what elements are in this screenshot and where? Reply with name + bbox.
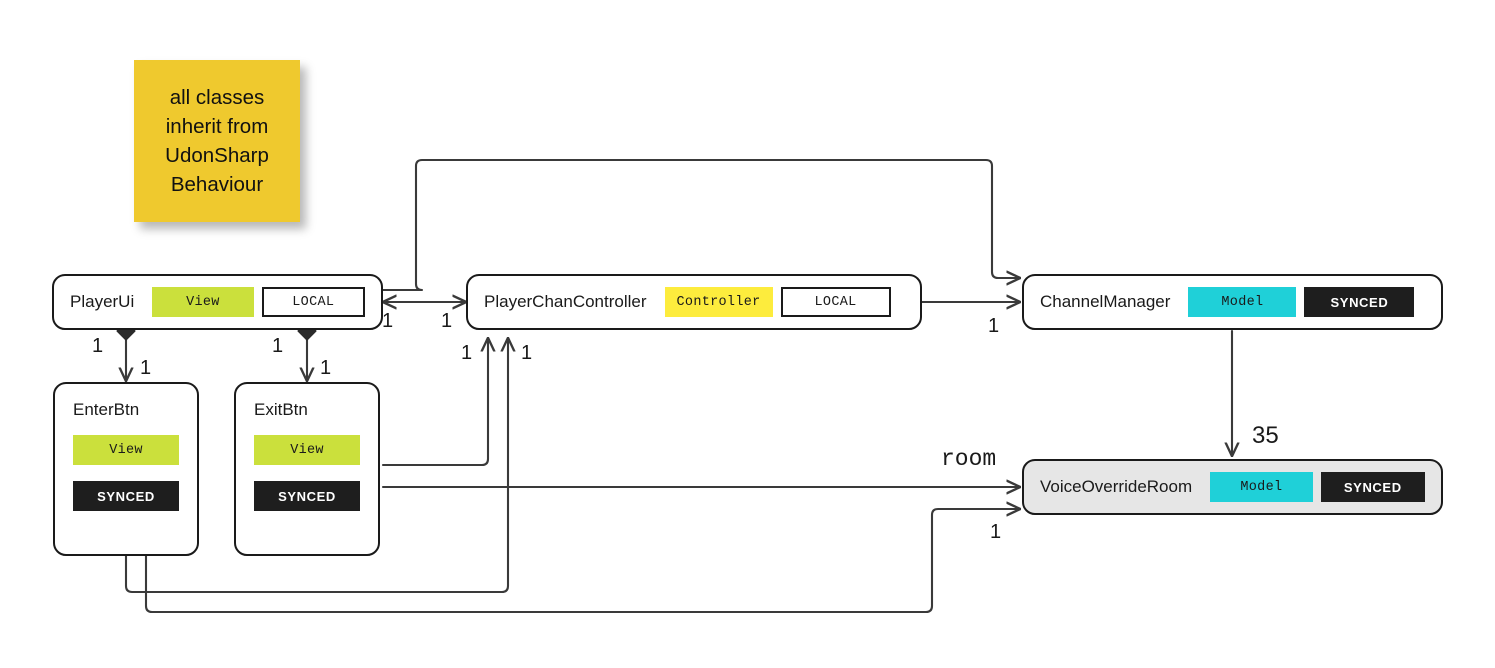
stereotype-badge-view: View (152, 287, 254, 317)
edge-enterbtn-playerchancontroller (124, 338, 508, 594)
node-exit-btn[interactable]: ExitBtn View SYNCED (234, 382, 380, 556)
edge-playerui-channelmanager (381, 158, 1020, 292)
edge-label-ui-enter-src: 1 (92, 335, 104, 357)
node-title-channel-manager: ChannelManager (1040, 292, 1171, 311)
node-title-player-ui: PlayerUi (70, 292, 135, 311)
sync-badge-local: LOCAL (261, 287, 365, 317)
edge-label-pcc-bottom-left: 1 (461, 342, 473, 364)
edge-label-pcc-channelmanager: 1 (988, 315, 1000, 337)
node-title-enter-btn: EnterBtn (73, 400, 140, 419)
sync-badge-synced: SYNCED (1320, 472, 1425, 502)
edge-label-pcc-bottom-right: 1 (521, 342, 533, 364)
stereotype-badge-view: View (254, 435, 360, 465)
edge-label-ui-pcc-left: 1 (382, 310, 394, 332)
edge-label-ui-pcc-right: 1 (441, 310, 453, 332)
stereotype-badge-view: View (73, 435, 179, 465)
node-voice-override-room[interactable]: VoiceOverrideRoom Model SYNCED (1022, 459, 1443, 515)
stereotype-badge-model: Model (1210, 472, 1313, 502)
stereotype-badge-model: Model (1188, 287, 1297, 317)
node-title-exit-btn: ExitBtn (254, 400, 308, 419)
node-channel-manager[interactable]: ChannelManager Model SYNCED (1022, 274, 1443, 330)
edge-label-enter-room: 1 (990, 521, 1002, 543)
edge-label-ui-exit-dst: 1 (320, 357, 332, 379)
node-player-chan-controller[interactable]: PlayerChanController Controller LOCAL (466, 274, 922, 330)
node-enter-btn[interactable]: EnterBtn View SYNCED (53, 382, 199, 556)
edge-label-ui-exit-src: 1 (272, 335, 284, 357)
edge-enterbtn-voiceoverrideroom (144, 509, 1020, 614)
sticky-note-text: all classes inherit from UdonSharp Behav… (165, 85, 269, 197)
sync-badge-local: LOCAL (780, 287, 891, 317)
stereotype-badge-controller: Controller (664, 287, 773, 317)
sticky-note: all classes inherit from UdonSharp Behav… (134, 60, 300, 222)
edge-label-room: room (941, 446, 997, 472)
edge-label-ui-enter-dst: 1 (140, 357, 152, 379)
node-title-voice-override-room: VoiceOverrideRoom (1040, 477, 1193, 496)
sync-badge-synced: SYNCED (1304, 287, 1415, 317)
sync-badge-synced: SYNCED (254, 481, 360, 511)
sync-badge-synced: SYNCED (73, 481, 179, 511)
node-player-ui[interactable]: PlayerUi View LOCAL (52, 274, 383, 330)
edge-label-channelmanager-room: 35 (1252, 422, 1279, 449)
node-title-player-chan-controller: PlayerChanController (484, 292, 647, 311)
edge-exitbtn-playerchancontroller (381, 338, 488, 467)
